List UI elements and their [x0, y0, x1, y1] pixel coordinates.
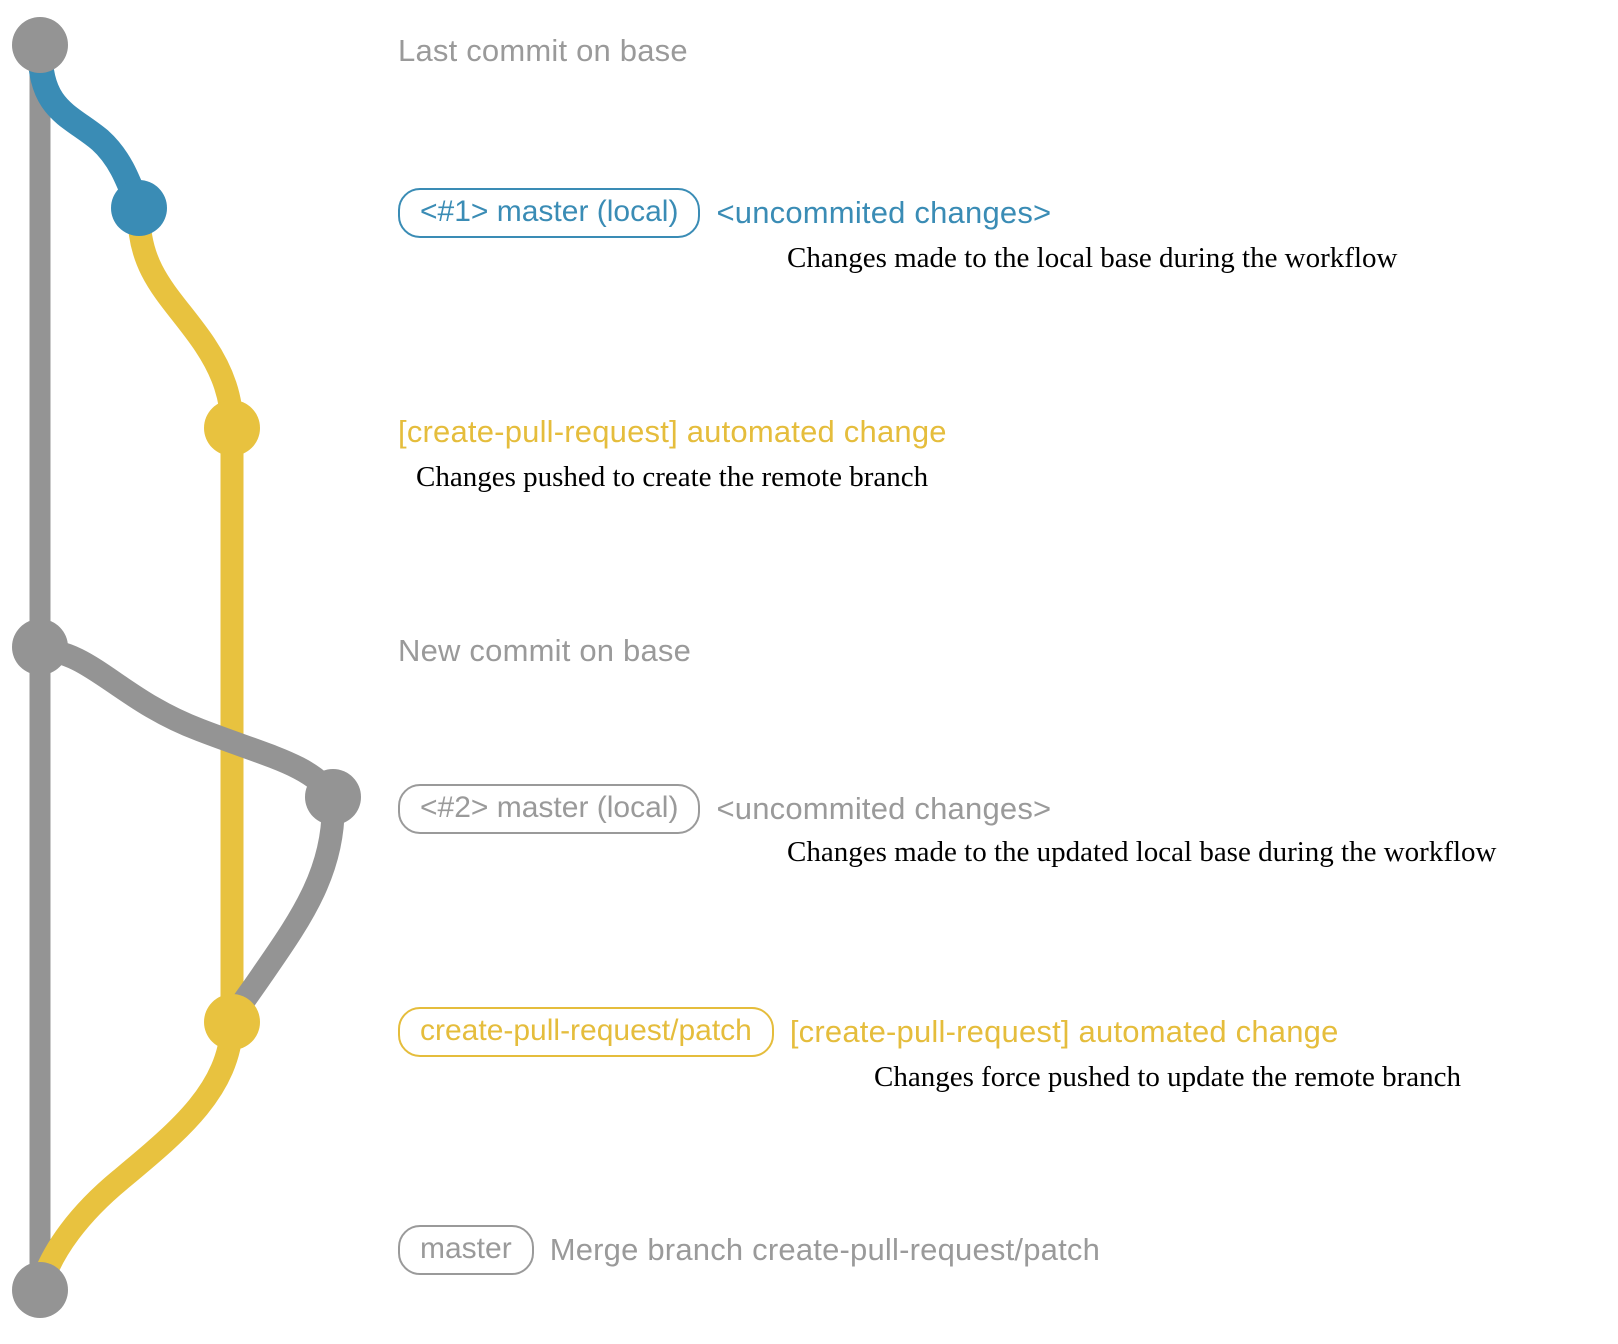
commit-row-automated-change-1: [create-pull-request] automated change — [398, 414, 947, 450]
commit-message-master-local-2: <uncommited changes> — [716, 791, 1052, 826]
commit-row-master-local-1: <#1> master (local) <uncommited changes> — [398, 188, 1051, 238]
commit-row-merge-commit: master Merge branch create-pull-request/… — [398, 1225, 1100, 1275]
badge-spacer — [534, 1250, 550, 1251]
commit-row-master-local-2: <#2> master (local) <uncommited changes> — [398, 784, 1051, 834]
commit-row-new-commit-on-base: New commit on base — [398, 633, 691, 669]
branch-badge-master-local-1[interactable]: <#1> master (local) — [398, 188, 701, 238]
commit-row-last-commit-on-base: Last commit on base — [398, 33, 688, 69]
commit-subtitle-automated-change-2: Changes force pushed to update the remot… — [874, 1061, 1462, 1093]
commit-message-master-local-1: <uncommited changes> — [716, 195, 1052, 230]
commit-node-master-local-1[interactable] — [111, 180, 167, 236]
commit-message-new-commit-on-base: New commit on base — [398, 633, 692, 668]
commit-message-merge-commit: Merge branch create-pull-request/patch — [549, 1232, 1101, 1267]
commit-node-merge-commit[interactable] — [12, 1262, 68, 1318]
commit-subtitle-master-local-1: Changes made to the local base during th… — [787, 242, 1398, 274]
commit-message-automated-change-1: [create-pull-request] automated change — [398, 414, 947, 449]
edge-patch-2-to-merge — [29, 1013, 244, 1298]
commit-node-last-commit-on-base[interactable] — [12, 17, 68, 73]
branch-badge-master-local-2[interactable]: <#2> master (local) — [398, 784, 701, 834]
branch-badge-create-pull-request-patch[interactable]: create-pull-request/patch — [398, 1007, 774, 1057]
commit-node-new-commit-on-base[interactable] — [12, 619, 68, 675]
commit-message-automated-change-2: [create-pull-request] automated change — [789, 1014, 1339, 1049]
badge-spacer — [774, 1032, 790, 1033]
commit-node-master-local-2[interactable] — [305, 769, 361, 825]
branch-badge-master[interactable]: master — [398, 1225, 534, 1275]
commit-subtitle-master-local-2: Changes made to the updated local base d… — [787, 836, 1497, 868]
edge-base-to-local-2 — [28, 638, 345, 809]
edge-local-2-to-patch-2 — [220, 788, 345, 1034]
commit-subtitle-automated-change-1: Changes pushed to create the remote bran… — [416, 461, 929, 493]
edge-local-1-to-patch-1 — [127, 203, 244, 440]
commit-node-automated-change-2[interactable] — [204, 994, 260, 1050]
commit-message-last-commit-on-base: Last commit on base — [398, 33, 688, 68]
commit-node-automated-change-1[interactable] — [204, 400, 260, 456]
badge-spacer — [700, 809, 716, 810]
commit-row-automated-change-2: create-pull-request/patch [create-pull-r… — [398, 1007, 1339, 1057]
badge-spacer — [700, 213, 716, 214]
edge-base-to-local-1 — [27, 37, 152, 221]
